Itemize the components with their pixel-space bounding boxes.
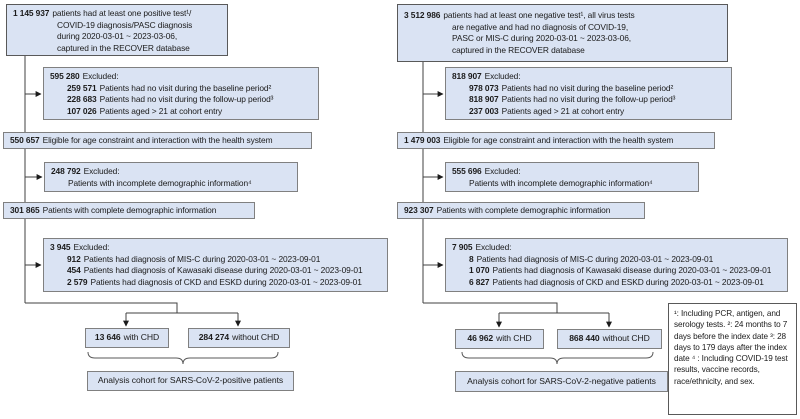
footnote-3: ³: 28 days to 179 days after the index d… — [674, 331, 787, 364]
count: 284 274 — [198, 332, 230, 343]
text: without CHD — [232, 332, 280, 343]
connector-line — [25, 302, 178, 313]
text: Analysis cohort for SARS-CoV-2-positive … — [97, 375, 284, 386]
text: captured in the RECOVER database — [452, 44, 585, 55]
text: Analysis cohort for SARS-CoV-2-negative … — [467, 375, 656, 386]
text: during 2020-03-01 ~ 2023-03-06, — [57, 31, 178, 41]
count: 228 683 — [67, 94, 97, 104]
text: Patients had no visit during the follow-… — [99, 94, 274, 104]
count: 1 145 937 — [13, 8, 50, 18]
count: 595 280 — [50, 71, 80, 81]
text: Patients had diagnosis of Kawasaki disea… — [492, 265, 772, 275]
text: Eligible for age constraint and interact… — [443, 135, 674, 145]
label: Excluded: — [475, 242, 512, 252]
text: COVID-19 diagnosis/PASC diagnosis — [57, 19, 193, 30]
label: Excluded: — [484, 71, 521, 81]
text: Patients had no visit during the baselin… — [501, 82, 674, 93]
count: 818 907 — [452, 71, 482, 81]
count: 1 479 003 — [404, 135, 441, 145]
text: with CHD — [496, 333, 532, 344]
text: Patients with incomplete demographic inf… — [68, 177, 252, 188]
footnotes-box: ¹: Including PCR, antigen, and serology … — [668, 303, 797, 415]
text: Patients aged > 21 at cohort entry — [99, 105, 223, 116]
text: Patients had no visit during the follow-… — [501, 94, 676, 104]
text: are negative and had no diagnosis of COV… — [452, 21, 629, 32]
count: 8 — [469, 253, 474, 264]
text: Patients had diagnosis of CKD and ESKD d… — [492, 276, 764, 287]
text: PASC or MIS-C during 2020-03-01 ~ 2023-0… — [452, 33, 631, 43]
count: 13 646 — [94, 332, 121, 343]
count: 555 696 — [452, 166, 482, 176]
count: 7 905 — [452, 242, 473, 252]
text: Eligible for age constraint and interact… — [42, 135, 273, 145]
text: Patients had diagnosis of MIS-C during 2… — [83, 253, 321, 264]
count: 818 907 — [469, 94, 499, 104]
positive-analysis-cohort-box: Analysis cohort for SARS-CoV-2-positive … — [87, 371, 294, 391]
count: 2 579 — [67, 276, 88, 287]
text: Patients had diagnosis of MIS-C during 2… — [476, 253, 714, 264]
brace — [461, 351, 654, 365]
count: 6 827 — [469, 276, 490, 287]
count: 1 070 — [469, 265, 490, 275]
text: without CHD — [602, 333, 650, 344]
footnote-2: ²: 24 months to 7 days before the index … — [674, 320, 788, 341]
label: Excluded: — [83, 166, 120, 176]
text: with CHD — [123, 332, 160, 343]
count: 46 962 — [467, 333, 494, 344]
count: 454 — [67, 265, 81, 275]
label: Excluded: — [82, 71, 119, 81]
count: 107 026 — [67, 105, 97, 116]
count: 259 571 — [67, 82, 97, 93]
count: 248 792 — [51, 166, 81, 176]
count: 978 073 — [469, 82, 499, 93]
text: captured in the RECOVER database — [57, 42, 190, 53]
count: 301 865 — [10, 205, 40, 215]
text: Patients had no visit during the baselin… — [99, 82, 272, 93]
count: 3 512 986 — [404, 10, 441, 20]
count: 912 — [67, 253, 81, 264]
negative-analysis-cohort-box: Analysis cohort for SARS-CoV-2-negative … — [455, 371, 668, 392]
connector-line — [423, 302, 558, 313]
count: 868 440 — [569, 333, 600, 344]
text: patients had at least one negative test¹… — [443, 10, 635, 20]
text: Patients with complete demographic infor… — [436, 205, 611, 215]
count: 550 657 — [10, 135, 40, 145]
brace — [87, 351, 279, 365]
count: 237 003 — [469, 105, 499, 116]
count: 923 307 — [404, 205, 434, 215]
text: Patients with incomplete demographic inf… — [469, 177, 653, 188]
text: Patients with complete demographic infor… — [42, 205, 217, 215]
footnote-1: ¹: Including PCR, antigen, and serology … — [674, 309, 781, 330]
text: Patients had diagnosis of Kawasaki disea… — [83, 265, 363, 275]
count: 3 945 — [50, 242, 71, 252]
text: Patients had diagnosis of CKD and ESKD d… — [90, 276, 362, 287]
footnote-4: ⁴ : Including COVID-19 test results, vac… — [674, 354, 788, 386]
text: patients had at least one positive test¹… — [52, 8, 192, 18]
label: Excluded: — [484, 166, 521, 176]
label: Excluded: — [73, 242, 110, 252]
text: Patients aged > 21 at cohort entry — [501, 105, 625, 116]
